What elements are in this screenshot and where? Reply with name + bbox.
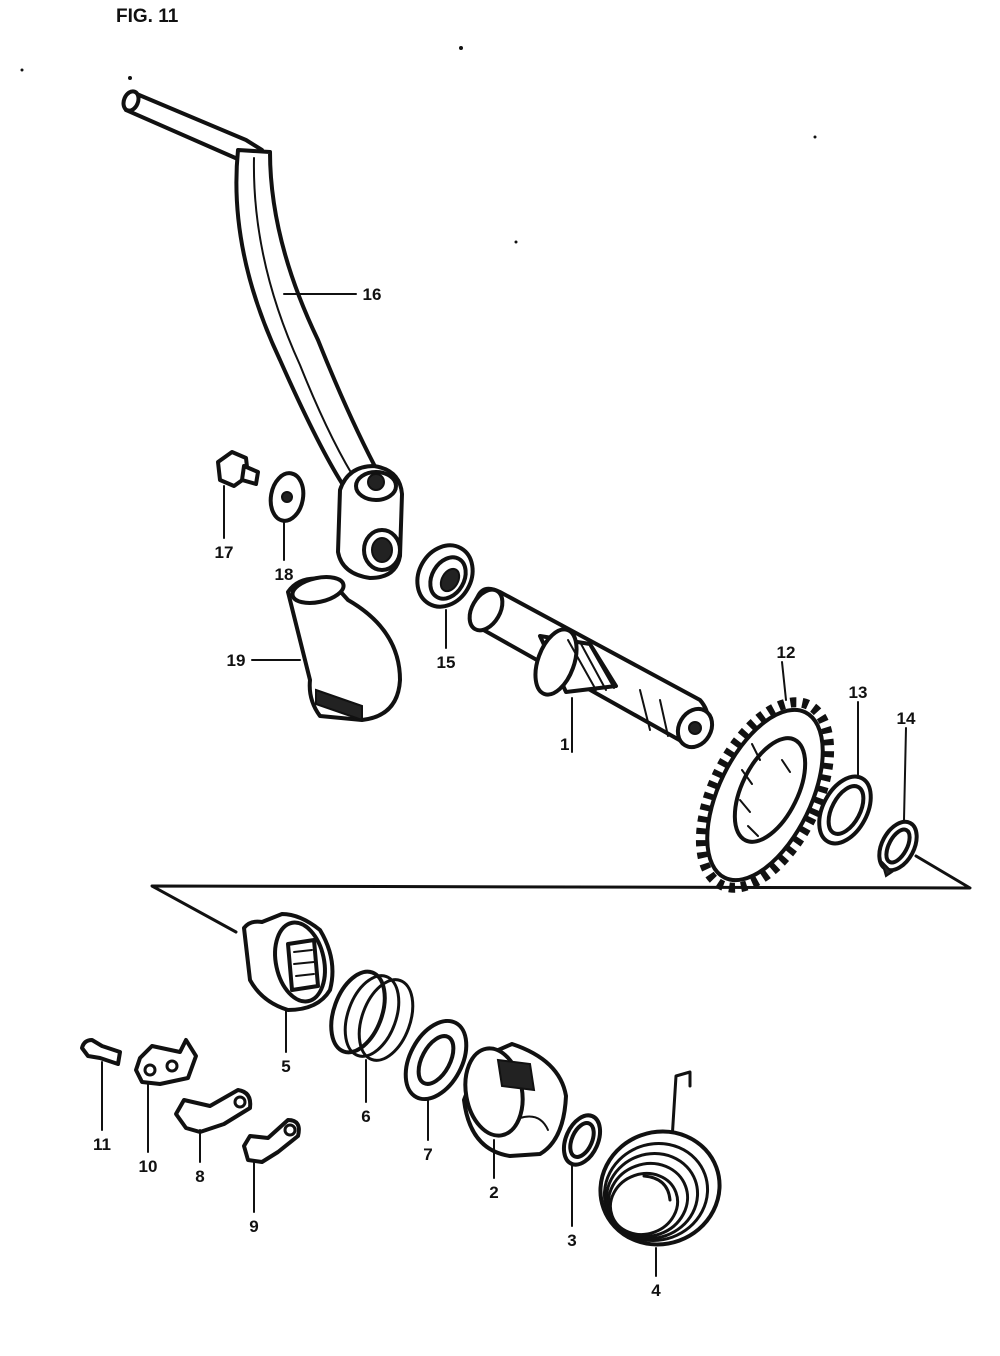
ratchet-5	[242, 912, 335, 1012]
kick-lever-16	[121, 89, 404, 580]
label-10: 10	[139, 1157, 158, 1176]
washer-13	[817, 774, 873, 846]
label-12: 12	[777, 643, 796, 662]
plate-10	[134, 1038, 198, 1086]
label-11: 11	[93, 1135, 111, 1154]
label-3: 3	[567, 1231, 576, 1250]
oil-seal-15	[415, 543, 475, 609]
bolt-11	[80, 1038, 122, 1066]
label-5: 5	[281, 1057, 290, 1076]
washer-18	[268, 471, 306, 523]
guide-2	[462, 1042, 568, 1158]
part-labels: 1 2 3 4 5 6 7 8 9 10 11 12 13 14 15 16 1…	[93, 285, 916, 1300]
return-spring-4	[598, 1070, 722, 1247]
leader-lines	[101, 293, 907, 1277]
label-8: 8	[195, 1167, 204, 1186]
label-7: 7	[423, 1145, 432, 1164]
stopper-8	[174, 1088, 253, 1134]
label-15: 15	[437, 653, 456, 672]
print-dots	[20, 46, 817, 244]
label-14: 14	[897, 709, 916, 728]
label-6: 6	[361, 1107, 370, 1126]
label-2: 2	[489, 1183, 498, 1202]
boot-cover-19	[286, 575, 402, 722]
label-19: 19	[227, 651, 246, 670]
label-13: 13	[849, 683, 868, 702]
label-9: 9	[249, 1217, 258, 1236]
assembly-connector-line	[150, 854, 972, 934]
label-1: 1	[560, 735, 569, 754]
label-17: 17	[215, 543, 234, 562]
gear-12	[695, 697, 835, 893]
figure-title: FIG. 11	[116, 6, 179, 27]
label-18: 18	[275, 565, 294, 584]
washer-7	[403, 1018, 469, 1102]
kick-shaft-1	[467, 586, 715, 750]
stopper-9	[242, 1118, 301, 1164]
label-16: 16	[363, 285, 382, 304]
circlip-14	[877, 819, 919, 878]
bolt-17	[216, 450, 260, 488]
label-4: 4	[651, 1281, 661, 1300]
spring-6	[329, 969, 415, 1062]
circlip-3	[561, 1113, 603, 1167]
